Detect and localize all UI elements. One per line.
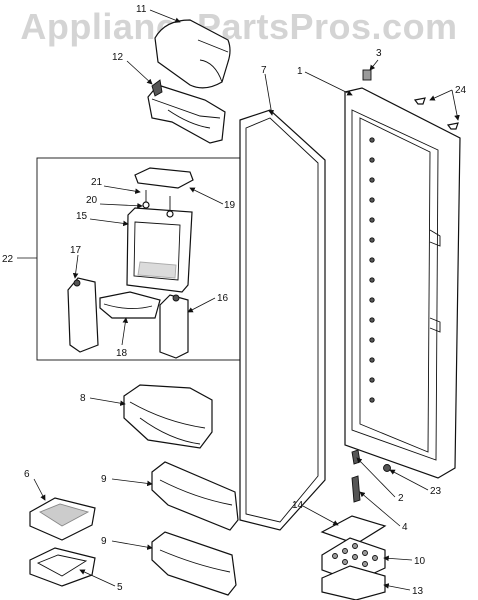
callout-labels: 11 12 3 1 24 7 21 20 15 19 22 17 16 18 8… — [2, 4, 467, 597]
callout-9-upper: 9 — [101, 474, 107, 485]
part-12-dairy-bin — [147, 79, 226, 144]
callout-4: 4 — [402, 522, 408, 533]
callout-16: 16 — [217, 293, 229, 304]
part-1-fresh-food-door — [344, 87, 461, 479]
part-18-small-tray — [99, 291, 161, 319]
callout-7: 7 — [261, 65, 267, 76]
callout-15: 15 — [76, 211, 88, 222]
callout-3: 3 — [376, 48, 382, 59]
callout-17: 17 — [70, 245, 82, 256]
callout-21: 21 — [91, 177, 103, 188]
callout-11: 11 — [136, 4, 147, 15]
part-13-egg-bin — [321, 565, 386, 600]
part-24-screws — [413, 97, 459, 130]
part-3-hinge-bushing — [362, 69, 372, 81]
callout-22: 22 — [2, 254, 14, 265]
callout-12: 12 — [112, 52, 124, 63]
callout-8: 8 — [80, 393, 86, 404]
callout-1: 1 — [297, 66, 303, 77]
callout-24: 24 — [455, 85, 467, 96]
part-8-door-bin — [123, 384, 213, 449]
part-9-door-bin-upper — [151, 461, 239, 531]
callout-13: 13 — [412, 586, 424, 597]
egg-cups — [332, 543, 378, 567]
part-17-side-panel — [67, 277, 99, 353]
callout-10: 10 — [414, 556, 426, 567]
callout-20: 20 — [86, 195, 98, 206]
leader-lines — [17, 9, 460, 591]
door-shelf-rail-pips — [369, 137, 375, 403]
callout-18: 18 — [116, 348, 128, 359]
part-15-bracket-frame — [126, 207, 193, 293]
part-4-hinge-pin — [351, 475, 361, 503]
callout-5: 5 — [117, 582, 123, 593]
part-7-door-gasket — [239, 109, 326, 531]
part-5-butter-tray — [29, 547, 96, 587]
part-14-egg-cover — [320, 515, 387, 545]
part-20-21-screws — [142, 190, 174, 218]
callout-19: 19 — [224, 200, 236, 211]
part-6-butter-cover — [29, 497, 96, 541]
part-19-top-cover — [134, 167, 194, 189]
part-16-side-panel — [159, 294, 189, 359]
part-23-cap — [383, 464, 391, 472]
part-11-dairy-cover — [154, 19, 231, 89]
callout-9-lower: 9 — [101, 536, 107, 547]
callout-14: 14 — [292, 500, 304, 511]
callout-2: 2 — [398, 493, 404, 504]
part-9-door-bin-lower — [151, 531, 237, 596]
callout-23: 23 — [430, 486, 442, 497]
part-2-door-stop — [351, 449, 361, 465]
watermark-text: AppliancePartsPros.com — [20, 6, 458, 47]
callout-6: 6 — [24, 469, 30, 480]
